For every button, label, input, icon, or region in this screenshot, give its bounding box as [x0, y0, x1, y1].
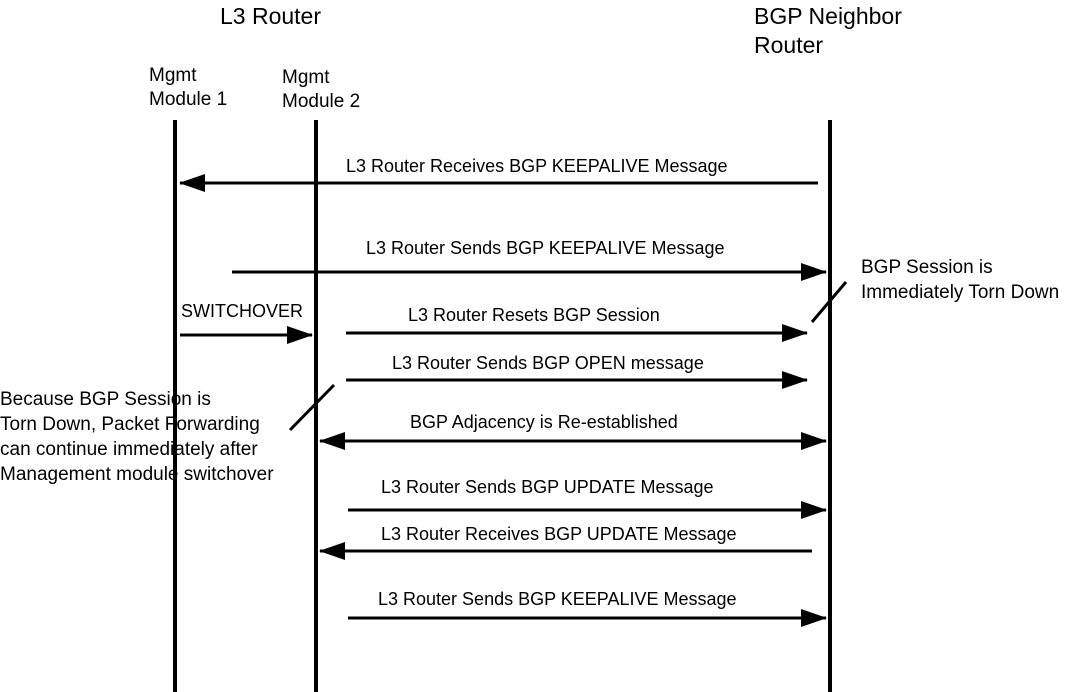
message-label: L3 Router Resets BGP Session: [408, 305, 660, 325]
note-left-line1: Because BGP Session is: [0, 389, 211, 410]
header-l3-router: L3 Router: [220, 3, 322, 29]
header-bgp-neighbor-line2: Router: [754, 32, 824, 58]
note-right-line2: Immediately Torn Down: [861, 282, 1060, 303]
message-label: L3 Router Sends BGP OPEN message: [392, 353, 704, 373]
callout-leader-right: [810, 281, 848, 323]
note-left-line4: Management module switchover: [0, 464, 274, 485]
message-label: L3 Router Receives BGP UPDATE Message: [381, 524, 737, 544]
header-bgp-neighbor-line1: BGP Neighbor: [754, 3, 902, 29]
label-mgmt1-line1: Mgmt: [149, 65, 197, 86]
note-left-line2: Torn Down, Packet Forwarding: [0, 414, 260, 435]
note-right-line1: BGP Session is: [861, 257, 993, 278]
message-label: L3 Router Receives BGP KEEPALIVE Message: [346, 156, 728, 176]
label-mgmt1-line2: Module 1: [149, 89, 228, 110]
label-mgmt2-line2: Module 2: [282, 91, 361, 112]
message-label: L3 Router Sends BGP KEEPALIVE Message: [366, 238, 725, 258]
label-mgmt2-line1: Mgmt: [282, 67, 330, 88]
note-left-line3: can continue immediately after: [0, 439, 258, 460]
message-label: BGP Adjacency is Re-established: [410, 412, 678, 432]
switchover-label: SWITCHOVER: [181, 301, 304, 321]
message-label: L3 Router Sends BGP UPDATE Message: [381, 477, 714, 497]
callout-leader-left: [288, 383, 336, 432]
message-label: L3 Router Sends BGP KEEPALIVE Message: [378, 589, 737, 609]
